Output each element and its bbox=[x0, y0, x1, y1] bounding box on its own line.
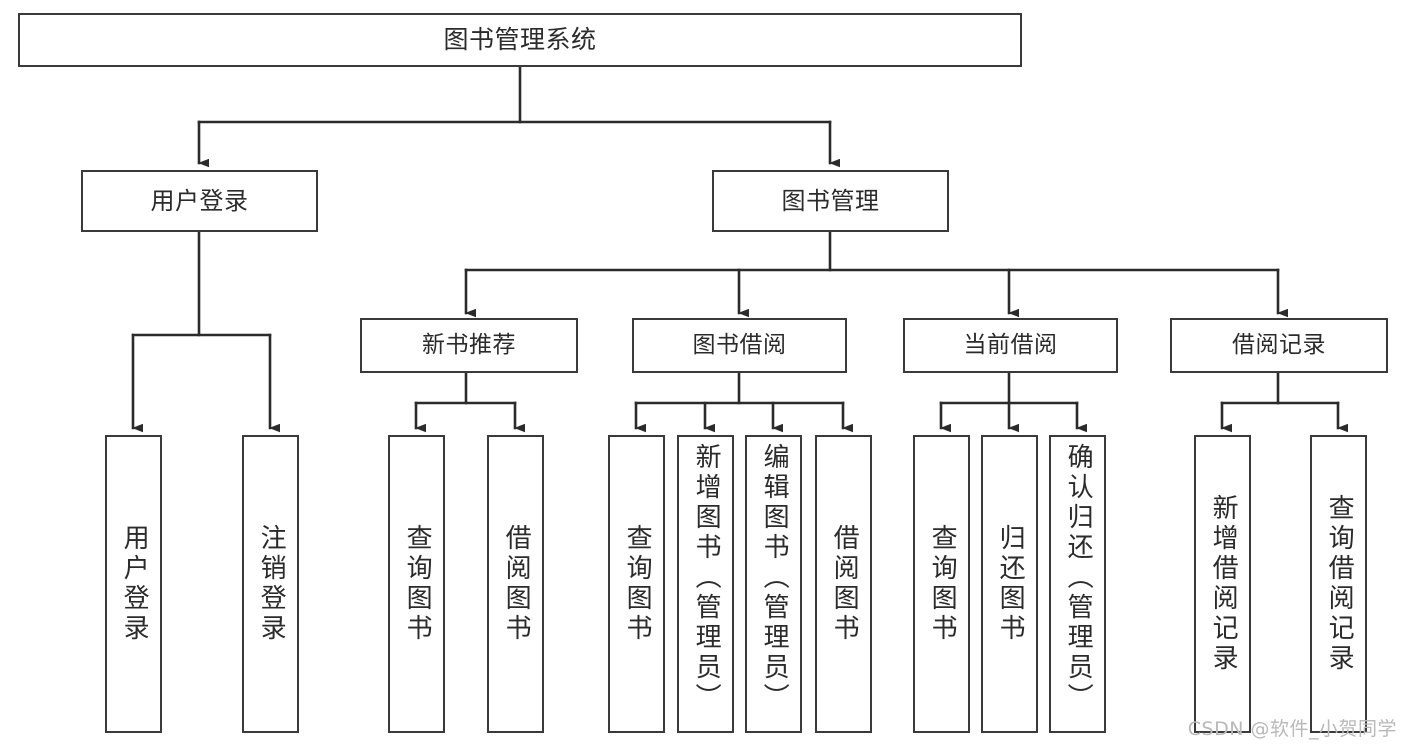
node-label: 借阅记录 bbox=[1232, 331, 1326, 358]
node-label: 查询借阅记录 bbox=[1324, 494, 1355, 674]
node-leaf-borrow-book-2[interactable]: 借阅图书 bbox=[815, 435, 872, 733]
node-leaf-query-book-2[interactable]: 查询图书 bbox=[608, 435, 665, 733]
node-leaf-confirm-return[interactable]: 确认归还（管理员） bbox=[1049, 435, 1106, 733]
node-leaf-add-book[interactable]: 新增图书（管理员） bbox=[677, 435, 734, 733]
node-leaf-logout-login[interactable]: 注销登录 bbox=[242, 435, 299, 733]
node-leaf-edit-book[interactable]: 编辑图书（管理员） bbox=[745, 435, 802, 733]
node-label: 查询图书 bbox=[622, 524, 653, 644]
node-label: 图书借阅 bbox=[692, 331, 787, 358]
node-leaf-add-record[interactable]: 新增借阅记录 bbox=[1194, 435, 1251, 733]
node-label: 新增图书（管理员） bbox=[691, 443, 722, 713]
node-leaf-borrow-book-1[interactable]: 借阅图书 bbox=[487, 435, 544, 733]
node-label: 图书管理 bbox=[781, 186, 880, 215]
node-label: 编辑图书（管理员） bbox=[759, 443, 790, 713]
node-leaf-query-book-3[interactable]: 查询图书 bbox=[913, 435, 970, 733]
node-leaf-return-book[interactable]: 归还图书 bbox=[981, 435, 1038, 733]
node-label: 图书管理系统 bbox=[443, 25, 597, 55]
node-label: 借阅图书 bbox=[501, 524, 532, 644]
node-label: 新书推荐 bbox=[422, 331, 516, 358]
node-root-system[interactable]: 图书管理系统 bbox=[18, 13, 1022, 67]
node-book-manage[interactable]: 图书管理 bbox=[712, 170, 949, 232]
node-leaf-query-book-1[interactable]: 查询图书 bbox=[388, 435, 445, 733]
node-leaf-user-login[interactable]: 用户登录 bbox=[105, 435, 162, 733]
node-label: 借阅图书 bbox=[829, 524, 860, 644]
node-new-book-recommend[interactable]: 新书推荐 bbox=[360, 318, 578, 373]
node-current-borrow[interactable]: 当前借阅 bbox=[903, 318, 1118, 373]
node-label: 查询图书 bbox=[927, 524, 958, 644]
node-borrow-record[interactable]: 借阅记录 bbox=[1170, 318, 1388, 373]
node-label: 用户登录 bbox=[119, 524, 150, 644]
node-label: 归还图书 bbox=[995, 524, 1026, 644]
node-label: 查询图书 bbox=[402, 524, 433, 644]
node-label: 用户登录 bbox=[150, 186, 249, 215]
node-label: 当前借阅 bbox=[963, 331, 1058, 358]
node-label: 新增借阅记录 bbox=[1208, 494, 1239, 674]
node-label: 确认归还（管理员） bbox=[1063, 443, 1094, 713]
node-user-login[interactable]: 用户登录 bbox=[81, 170, 318, 232]
csdn-watermark: CSDN @软件_小贺同学 bbox=[1187, 718, 1397, 740]
node-book-borrow[interactable]: 图书借阅 bbox=[632, 318, 847, 373]
node-leaf-query-record[interactable]: 查询借阅记录 bbox=[1310, 435, 1367, 733]
node-label: 注销登录 bbox=[256, 524, 287, 644]
